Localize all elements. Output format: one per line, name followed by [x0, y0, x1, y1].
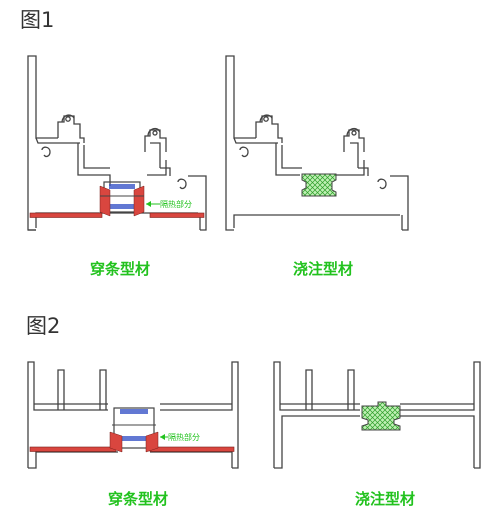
fig2-insulation-annotation: 隔热部分	[168, 432, 200, 442]
fig1-poured-profile	[225, 55, 409, 231]
fig2-left-caption: 穿条型材	[108, 490, 169, 508]
fig2-poured-profile	[273, 361, 481, 469]
fig1-strip-profile: 隔热部分	[27, 55, 207, 231]
fig1-insulation-annotation: 隔热部分	[160, 199, 192, 209]
figure-1-label: 图1	[20, 8, 55, 32]
fig1-left-caption: 穿条型材	[90, 260, 151, 278]
figure-2-label: 图2	[26, 314, 61, 338]
fig1-right-caption: 浇注型材	[293, 260, 354, 278]
fig2-strip-profile: 隔热部分	[27, 361, 239, 469]
fig2-right-caption: 浇注型材	[355, 490, 416, 508]
